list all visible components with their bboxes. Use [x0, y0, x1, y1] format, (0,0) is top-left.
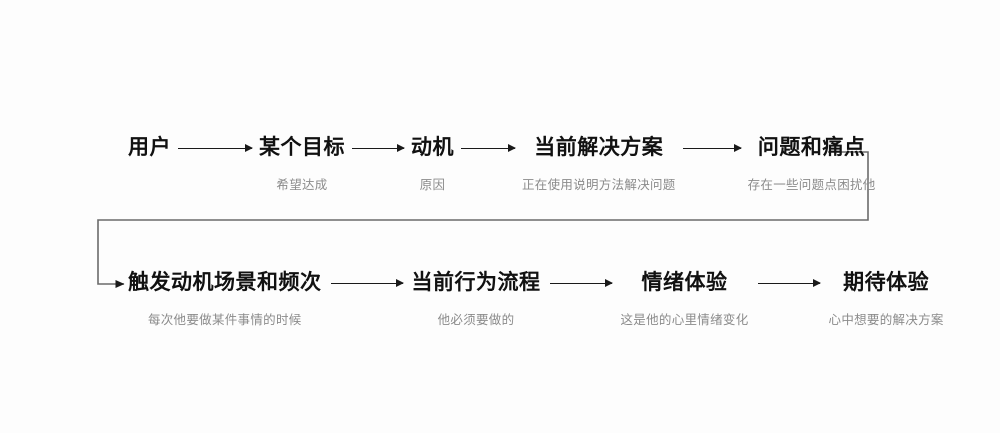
arrow-trigger-to-behavior [330, 269, 404, 297]
arrow-head-icon [245, 144, 253, 152]
arrow-shaft [682, 147, 741, 149]
node-motivation[interactable]: 动机 原因 [411, 134, 454, 194]
arrow-shaft [461, 147, 515, 149]
node-title: 当前行为流程 [411, 271, 541, 294]
node-subtitle: 每次他要做某件事情的时候 [147, 313, 302, 327]
arrow-head-icon [733, 144, 742, 152]
node-user[interactable]: 用户 [128, 134, 171, 176]
flow-row-1: 用户 某个目标 希望达成 动机 原因 当前解决方案 正在使用说明方法解决问题 [128, 134, 876, 194]
arrow-head-icon [812, 279, 821, 287]
arrow-goal-to-motivation [352, 134, 405, 162]
arrow-head-icon [508, 144, 516, 152]
flow-row-2: 触发动机场景和频次 每次他要做某件事情的时候 当前行为流程 他必须要做的 情绪体… [128, 269, 944, 329]
node-subtitle: 心中想要的解决方案 [828, 313, 944, 327]
node-emotional-experience[interactable]: 情绪体验 这是他的心里情绪变化 [621, 269, 749, 329]
node-title: 期待体验 [843, 271, 930, 294]
arrow-emotion-to-expected [757, 269, 821, 297]
arrow-shaft [330, 282, 403, 284]
arrow-solution-to-painpoints [682, 134, 742, 162]
arrow-shaft [178, 147, 252, 149]
node-title: 某个目标 [259, 136, 345, 159]
node-problems-painpoints[interactable]: 问题和痛点 存在一些问题点困扰他 [748, 134, 876, 194]
arrow-user-to-goal [178, 134, 253, 162]
node-goal[interactable]: 某个目标 希望达成 [259, 134, 345, 194]
arrow-motivation-to-solution [461, 134, 516, 162]
node-subtitle: 他必须要做的 [437, 313, 515, 327]
arrow-behavior-to-emotion [549, 269, 613, 297]
node-subtitle: 存在一些问题点困扰他 [747, 178, 876, 192]
node-subtitle: 这是他的心里情绪变化 [620, 313, 749, 327]
node-trigger-scene-frequency[interactable]: 触发动机场景和频次 每次他要做某件事情的时候 [128, 269, 322, 329]
arrow-shaft [757, 282, 820, 284]
arrow-shaft [352, 147, 404, 149]
node-expected-experience[interactable]: 期待体验 心中想要的解决方案 [829, 269, 944, 329]
arrow-head-icon [395, 279, 404, 287]
node-title: 情绪体验 [641, 271, 728, 294]
node-title: 触发动机场景和频次 [128, 271, 322, 294]
arrow-head-icon [397, 144, 405, 152]
node-current-behavior-flow[interactable]: 当前行为流程 他必须要做的 [412, 269, 541, 329]
arrow-head-icon [604, 279, 613, 287]
node-subtitle: 原因 [419, 178, 446, 192]
node-title: 问题和痛点 [757, 136, 866, 159]
node-subtitle: 希望达成 [276, 178, 328, 192]
node-current-solution[interactable]: 当前解决方案 正在使用说明方法解决问题 [522, 134, 676, 194]
arrow-shaft [549, 282, 612, 284]
node-subtitle: 正在使用说明方法解决问题 [522, 178, 676, 192]
node-title: 用户 [128, 136, 171, 159]
node-title: 动机 [411, 136, 454, 159]
node-title: 当前解决方案 [534, 136, 664, 159]
